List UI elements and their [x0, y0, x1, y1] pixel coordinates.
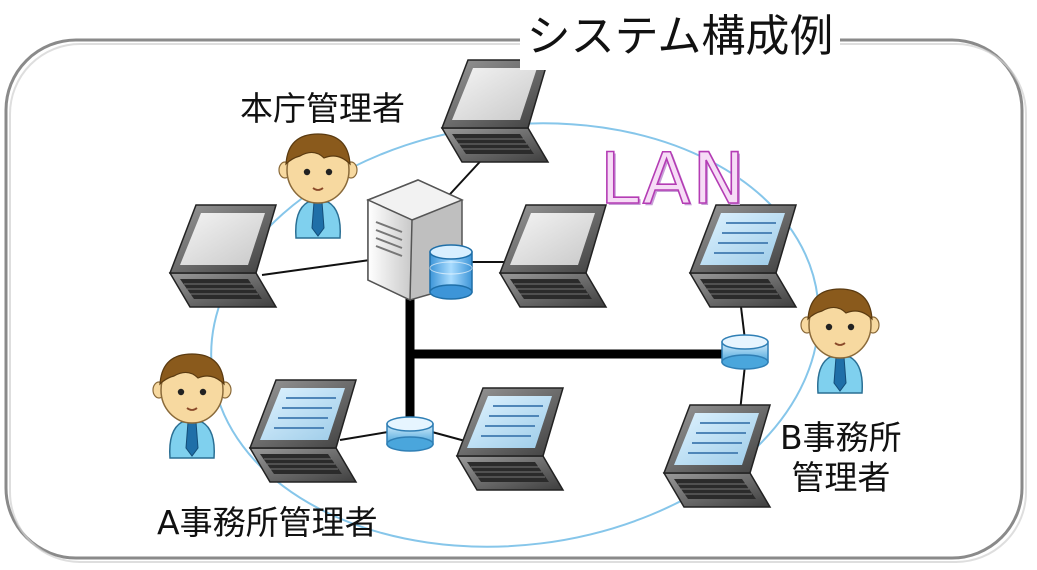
person-icon: [152, 353, 232, 459]
lan-label: LAN: [599, 137, 747, 221]
person-icon: [800, 288, 880, 394]
hub-icon: [386, 416, 434, 452]
b-office-admin-label-line2: 管理者: [791, 458, 891, 497]
person-icon: [278, 133, 358, 239]
database-icon: [429, 244, 473, 300]
a-office-admin-label: A事務所管理者: [157, 503, 378, 542]
laptop-icon: [170, 205, 276, 307]
laptop-icon: [457, 388, 563, 490]
hub-icon: [721, 334, 769, 370]
laptop-icon: [250, 380, 356, 482]
hq-admin-label: 本庁管理者: [240, 89, 405, 128]
laptop-icon: [500, 205, 606, 307]
b-office-admin-label-line1: B事務所: [780, 418, 902, 457]
laptop-icon: [442, 60, 548, 162]
diagram-title: システム構成例: [520, 4, 840, 70]
laptop-icon: [690, 205, 796, 307]
b-office-admin-label: B事務所 管理者: [780, 418, 902, 498]
laptop-icon: [664, 405, 770, 507]
diagram-frame: [4, 38, 1024, 560]
backbone-cable: [405, 298, 735, 418]
